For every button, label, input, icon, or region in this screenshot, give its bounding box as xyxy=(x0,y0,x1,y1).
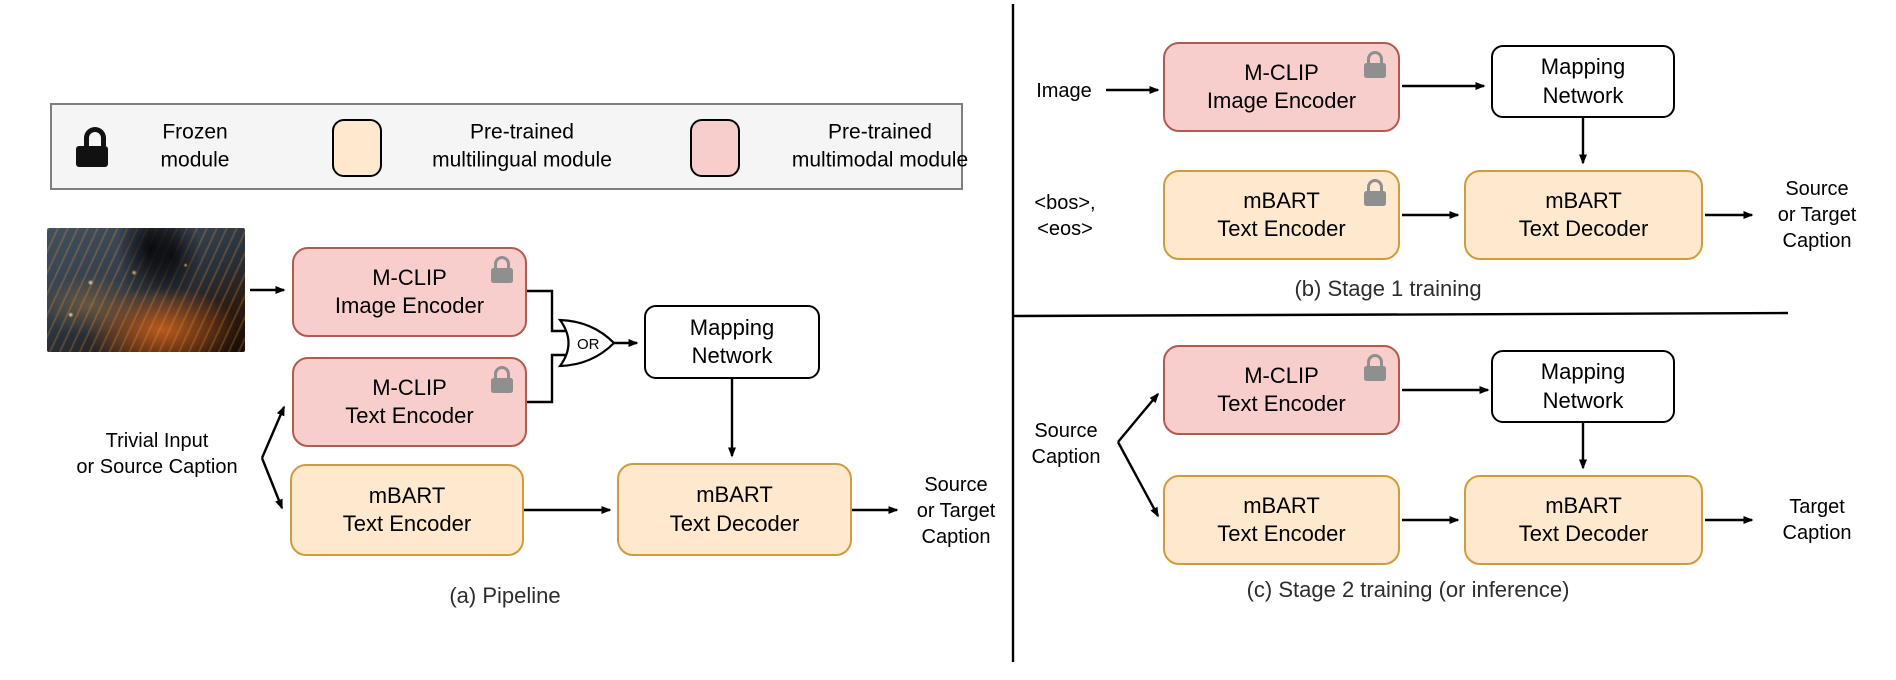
module-mclip-image-encoder-b: M-CLIP Image Encoder xyxy=(1163,42,1400,132)
lock-icon xyxy=(491,366,513,393)
legend-multimodal-label: Pre-trained multimodal module xyxy=(791,120,969,172)
label-output-c: Target Caption xyxy=(1782,496,1852,544)
module-mbart-text-encoder-b: mBART Text Encoder xyxy=(1163,170,1400,260)
lock-icon xyxy=(1364,354,1386,381)
module-label: mBART Text Decoder xyxy=(1518,187,1649,241)
module-label: mBART Text Encoder xyxy=(1217,492,1346,546)
label-output-b: Source or Target Caption xyxy=(1777,178,1857,252)
label-source-caption: Source Caption xyxy=(1031,420,1101,468)
multimodal-swatch xyxy=(690,119,740,177)
module-mbart-text-encoder-c: mBART Text Encoder xyxy=(1163,475,1400,565)
module-label: Mapping Network xyxy=(1540,359,1626,413)
module-label: M-CLIP Text Encoder xyxy=(345,374,474,428)
label-image-b: Image xyxy=(1036,80,1092,102)
module-mapping-network-c: Mapping Network xyxy=(1491,350,1675,423)
module-label: M-CLIP Image Encoder xyxy=(334,264,485,318)
module-mbart-text-decoder-c: mBART Text Decoder xyxy=(1464,475,1703,565)
module-mbart-text-encoder-a: mBART Text Encoder xyxy=(290,464,524,556)
module-label: mBART Text Encoder xyxy=(1217,187,1346,241)
input-photo xyxy=(47,228,245,352)
module-mbart-text-decoder-a: mBART Text Decoder xyxy=(617,463,852,556)
module-label: mBART Text Decoder xyxy=(669,482,800,536)
legend-frozen-label: Frozen module xyxy=(160,120,230,172)
or-gate-label: OR xyxy=(577,336,600,353)
module-mclip-text-encoder-a: M-CLIP Text Encoder xyxy=(292,357,527,447)
arrow-input-to-mclip-text-encoder xyxy=(260,405,286,459)
module-label: Mapping Network xyxy=(689,314,775,368)
legend: Frozen module Pre-trained multilingual m… xyxy=(50,103,968,190)
lock-icon xyxy=(1364,51,1386,78)
caption-panel-c: (c) Stage 2 training (or inference) xyxy=(1246,577,1570,602)
lock-icon xyxy=(491,256,513,283)
arrow-source-to-mclip-c xyxy=(1117,392,1159,443)
arrow-input-to-mbart-encoder-a xyxy=(260,457,284,510)
module-label: M-CLIP Image Encoder xyxy=(1206,59,1357,113)
module-label: M-CLIP Text Encoder xyxy=(1217,362,1346,416)
arrow-source-to-mbart-c xyxy=(1116,441,1160,518)
module-mclip-text-encoder-c: M-CLIP Text Encoder xyxy=(1163,345,1400,435)
horizontal-divider xyxy=(1012,311,1789,318)
caption-panel-a: (a) Pipeline xyxy=(449,583,561,608)
module-label: mBART Text Decoder xyxy=(1518,492,1649,546)
or-gate xyxy=(557,318,616,368)
lock-icon xyxy=(1364,179,1386,206)
module-label: Mapping Network xyxy=(1540,54,1626,108)
label-bos-eos: <bos>, <eos> xyxy=(1034,192,1096,240)
module-mclip-image-encoder-a: M-CLIP Image Encoder xyxy=(292,247,527,337)
module-mbart-text-decoder-b: mBART Text Decoder xyxy=(1464,170,1703,260)
wire-image-encoder-to-or xyxy=(527,289,572,333)
module-mapping-network-a: Mapping Network xyxy=(644,305,820,379)
frozen-lock-icon xyxy=(76,126,108,167)
legend-multilingual-label: Pre-trained multilingual module xyxy=(432,120,612,172)
caption-panel-b: (b) Stage 1 training xyxy=(1294,276,1482,301)
module-mapping-network-b: Mapping Network xyxy=(1491,45,1675,118)
module-label: mBART Text Encoder xyxy=(342,482,472,536)
label-trivial-input: Trivial Input or Source Caption xyxy=(76,430,238,478)
label-output-a: Source or Target Caption xyxy=(916,474,996,548)
wire-text-encoder-to-or xyxy=(527,353,572,404)
multilingual-swatch xyxy=(332,119,382,177)
